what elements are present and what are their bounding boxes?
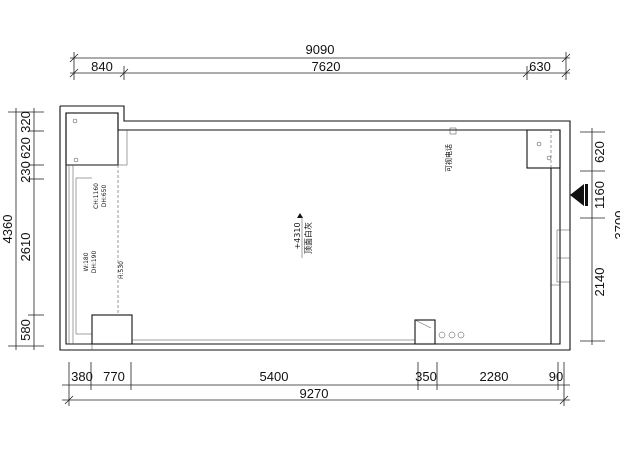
- dim-bottom-total: 9270: [300, 386, 329, 401]
- fixtures: [72, 118, 552, 339]
- dim-left-total: 4360: [0, 215, 15, 244]
- door-h-label: H:530: [118, 261, 125, 279]
- dim-bottom-770: 770: [103, 369, 125, 384]
- annotations: CH:1160 DH:650 W:180 DH:190 H:530 +4310 …: [83, 144, 453, 279]
- dim-bottom-350: 350: [415, 369, 437, 384]
- dim-top-7620: 7620: [312, 59, 341, 74]
- ceiling-height-label: +4310: [293, 222, 302, 249]
- bottom-dimensions: 380 770 5400 350 2280 90 9270: [62, 362, 570, 406]
- room-walls: [59, 105, 571, 351]
- dim-left-620: 620: [18, 137, 33, 159]
- door-dh-label: DH:190: [91, 251, 98, 274]
- dim-left-2610: 2610: [18, 233, 33, 262]
- dim-right-partial: 3700: [612, 211, 620, 240]
- dim-top-840: 840: [91, 59, 113, 74]
- dim-right-1160: 1160: [592, 181, 607, 209]
- elevation-marker-icon: [297, 213, 303, 218]
- ceiling-note-label: 顶面白灰: [303, 222, 313, 254]
- dim-bottom-90: 90: [549, 369, 563, 384]
- dim-left-320: 320: [18, 111, 33, 133]
- dim-bottom-2280: 2280: [480, 369, 509, 384]
- dim-bottom-5400: 5400: [260, 369, 289, 384]
- dim-right-2140: 2140: [592, 268, 607, 297]
- dim-right-620: 620: [592, 141, 607, 163]
- section-marker-icon: [570, 184, 584, 206]
- dim-left-230: 230: [18, 161, 33, 183]
- dim-bottom-380: 380: [71, 369, 93, 384]
- left-dimensions: 4360 320 620 230 2610 580: [0, 108, 44, 350]
- window-ch-label: CH:1160: [93, 183, 100, 209]
- dim-top-total: 9090: [306, 42, 335, 57]
- tv-outlet-label: 可视电话: [444, 144, 453, 172]
- top-dimensions: 9090 840 7620 630: [69, 42, 571, 80]
- right-dimensions: 620 1160 2140 3700: [570, 128, 620, 345]
- outlet-box: [449, 127, 457, 135]
- door-w-label: W:180: [83, 252, 90, 271]
- dim-top-630: 630: [529, 59, 551, 74]
- window-dh-label: DH:650: [101, 185, 108, 208]
- dim-left-580: 580: [18, 319, 33, 341]
